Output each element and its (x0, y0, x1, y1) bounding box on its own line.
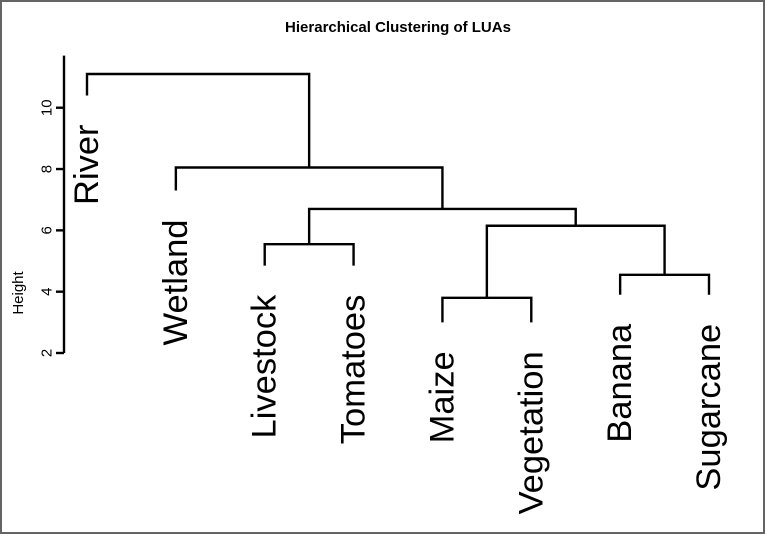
y-axis-tick-label: 8 (39, 165, 56, 173)
leaf-label-banana: Banana (601, 323, 639, 443)
merge-link (263, 242, 355, 266)
leaf-label-tomatoes: Tomatoes (335, 295, 373, 445)
merge-link (441, 296, 533, 323)
leaf-label-river: River (68, 124, 106, 205)
merge-link (485, 224, 666, 298)
y-axis-tick-label: 6 (39, 226, 56, 234)
y-axis-tick-label: 4 (39, 288, 56, 296)
leaf-label-vegetation: Vegetation (512, 351, 550, 514)
chart-title: Hierarchical Clustering of LUAs (285, 19, 511, 36)
merge-link (618, 273, 711, 295)
y-axis-tick-label: 2 (39, 349, 56, 357)
y-axis: 2 4 6 8 10 (39, 55, 66, 357)
y-axis-title: Height (10, 270, 27, 314)
merge-link (85, 72, 311, 168)
leaf-label-wetland: Wetland (157, 220, 195, 346)
merge-link (174, 166, 444, 209)
y-axis-tick-label: 10 (39, 99, 56, 116)
leaf-label-sugarcane: Sugarcane (690, 324, 728, 491)
leaf-label-livestock: Livestock (246, 294, 284, 439)
leaf-label-maize: Maize (423, 351, 461, 443)
